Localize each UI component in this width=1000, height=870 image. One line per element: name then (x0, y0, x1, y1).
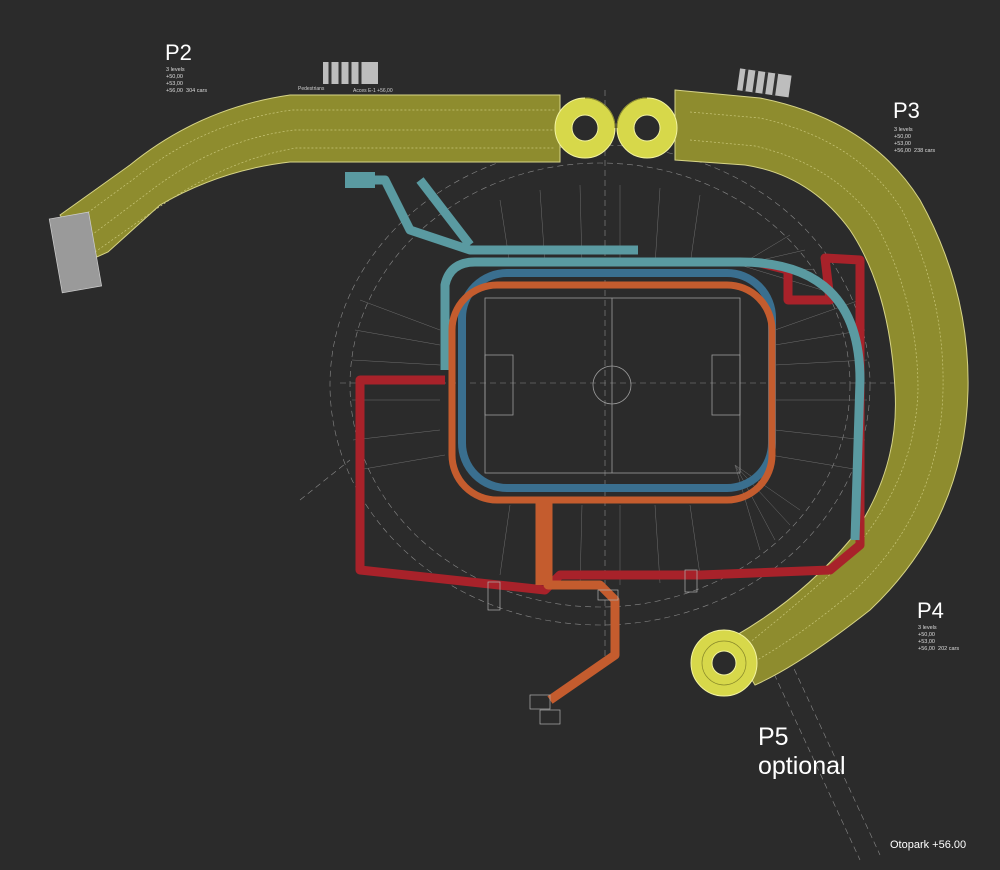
parking-stalls-p2 (74, 109, 555, 253)
zone-details-p4: 3 levels +50,00 +53,00 +56,00 202 cars (918, 625, 960, 652)
zone-details-p2: 3 levels +50,00 +53,00 +56,00 304 cars (166, 67, 208, 94)
parking-stalls-p3-p4 (689, 111, 944, 666)
level-caption: Otopark +56.00 (890, 839, 967, 851)
zone-label-p4: P4 (917, 598, 944, 623)
zone-title-p5: P5 (758, 723, 789, 751)
seating-tiers (351, 184, 868, 586)
access-annotation: Acces E-1 +56,00 (353, 88, 393, 94)
teal-entry-block (345, 172, 375, 188)
zone-label-p2: P2 (165, 40, 192, 65)
stair-block-p2 (323, 62, 378, 84)
football-pitch (484, 297, 741, 474)
ramp-spiral-p4 (690, 629, 758, 697)
zone-note-p5: optional (758, 752, 846, 780)
zone-label-p3: P3 (893, 98, 920, 123)
zone-details-p3: 3 levels +50,00 +53,00 +56,00 238 cars (894, 127, 936, 154)
access-details (487, 569, 698, 725)
concourse-inner-orange (448, 281, 776, 504)
ramp-spiral-p2 (554, 97, 616, 159)
concourse-outer-red (355, 253, 865, 595)
ramp-spiral-p3 (616, 97, 678, 159)
concourse-teal (345, 175, 865, 541)
pedestrians-annotation: Pedestrians (298, 86, 325, 92)
concourse-inner-blue (458, 269, 776, 492)
parking-deck-p2 (59, 94, 561, 261)
stair-block-p3 (737, 68, 792, 98)
parking-deck-p3-p4 (674, 89, 969, 686)
zone-label-p5: P5 optional (758, 723, 846, 781)
ramp-box-p2 (48, 211, 103, 294)
walkway-south-orange (535, 500, 620, 704)
